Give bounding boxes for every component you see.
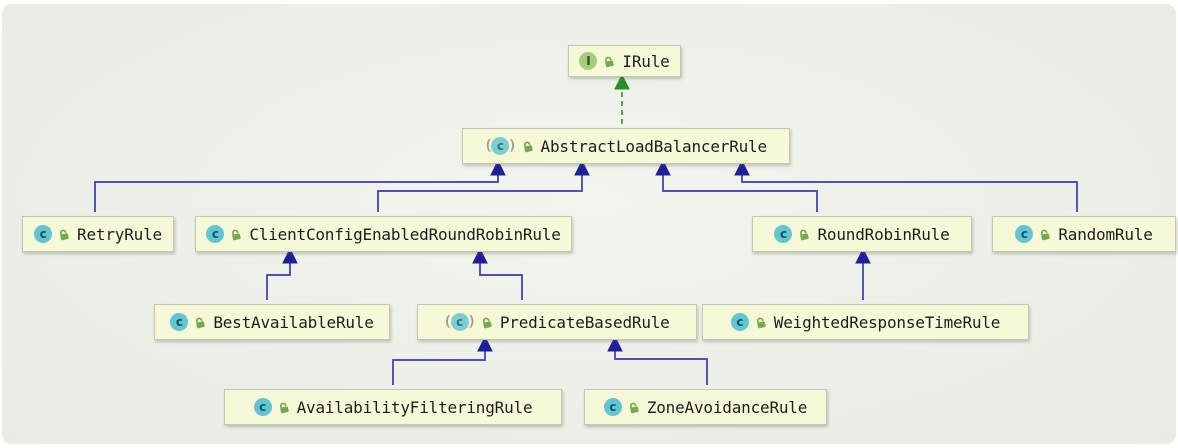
- class-node-RandomRule[interactable]: c RandomRule: [992, 216, 1176, 252]
- extends-edge-RandomRule: [734, 159, 1078, 212]
- class-node-AvailabilityFilteringRule[interactable]: c AvailabilityFilteringRule: [224, 389, 562, 425]
- class-icon-letter: c: [206, 225, 225, 243]
- class-icon: c: [730, 313, 749, 331]
- class-icon: c: [170, 313, 189, 331]
- class-name-label: PredicateBasedRule: [499, 312, 670, 332]
- class-name-label: RetryRule: [77, 224, 162, 244]
- interface-icon: I: [579, 52, 598, 70]
- lock-icon: [752, 314, 768, 330]
- lock-icon: [478, 314, 494, 330]
- extends-edge-ZoneAvoidanceRule: [607, 335, 708, 385]
- class-name-label: WeightedResponseTimeRule: [773, 312, 1001, 332]
- class-name-label: ClientConfigEnabledRoundRobinRule: [249, 224, 561, 244]
- lock-icon: [796, 226, 812, 242]
- class-icon-letter: c: [730, 313, 749, 331]
- lock-icon: [192, 314, 208, 330]
- implements-edge-AbstractLoadBalancerRule: [614, 73, 630, 124]
- class-node-PredicateBasedRule[interactable]: c PredicateBasedRule: [417, 304, 697, 340]
- class-icon: c: [206, 225, 225, 243]
- class-icon-letter: c: [603, 398, 622, 416]
- lock-icon: [519, 138, 535, 154]
- class-name-label: RoundRobinRule: [817, 224, 950, 244]
- class-name-label: AbstractLoadBalancerRule: [540, 136, 768, 156]
- class-icon: c: [253, 398, 272, 416]
- class-name-label: RandomRule: [1058, 224, 1153, 244]
- class-node-BestAvailableRule[interactable]: c BestAvailableRule: [154, 304, 390, 340]
- extends-edge-ClientConfigEnabledRoundRobinRule: [377, 159, 590, 212]
- extends-edge-RetryRule: [94, 159, 506, 212]
- class-node-ClientConfigEnabledRoundRobinRule[interactable]: c ClientConfigEnabledRoundRobinRule: [195, 216, 572, 252]
- extends-edge-RoundRobinRule: [655, 159, 818, 212]
- interface-icon-letter: I: [579, 52, 598, 70]
- inheritance-edge-layer: [94, 73, 1078, 385]
- lock-icon: [228, 226, 244, 242]
- class-icon-letter: c: [253, 398, 272, 416]
- class-name-label: ZoneAvoidanceRule: [646, 397, 808, 417]
- class-icon: c: [774, 225, 793, 243]
- class-node-IRule[interactable]: I IRule: [568, 45, 681, 77]
- class-icon: c: [603, 398, 622, 416]
- abstract-class-icon: c: [444, 313, 474, 331]
- uml-diagram-canvas: IIRulecAbstractLoadBalancerRulecRetryRul…: [2, 4, 1176, 444]
- class-node-AbstractLoadBalancerRule[interactable]: c AbstractLoadBalancerRule: [462, 128, 790, 164]
- class-node-WeightedResponseTimeRule[interactable]: c WeightedResponseTimeRule: [702, 304, 1029, 340]
- extends-edge-AvailabilityFilteringRule: [392, 335, 493, 385]
- class-icon-letter: c: [1015, 225, 1034, 243]
- extends-edge-WeightedResponseTimeRule: [855, 247, 871, 300]
- lock-icon: [275, 399, 291, 415]
- lock-icon: [625, 399, 641, 415]
- class-name-label: AvailabilityFilteringRule: [296, 397, 533, 417]
- class-icon-letter: c: [774, 225, 793, 243]
- class-icon-letter: c: [34, 225, 53, 243]
- class-icon: c: [1015, 225, 1034, 243]
- class-icon: c: [34, 225, 53, 243]
- extends-edge-BestAvailableRule: [266, 247, 298, 300]
- abstract-class-icon-letter: c: [491, 137, 510, 155]
- class-node-ZoneAvoidanceRule[interactable]: c ZoneAvoidanceRule: [584, 389, 827, 425]
- extends-edge-PredicateBasedRule: [472, 247, 523, 300]
- abstract-class-icon: c: [485, 137, 515, 155]
- class-node-RoundRobinRule[interactable]: c RoundRobinRule: [752, 216, 972, 252]
- class-node-RetryRule[interactable]: c RetryRule: [22, 216, 174, 252]
- class-name-label: BestAvailableRule: [213, 312, 374, 332]
- abstract-class-icon-letter: c: [450, 313, 469, 331]
- lock-icon: [56, 226, 72, 242]
- lock-icon: [1037, 226, 1053, 242]
- lock-icon: [601, 53, 617, 69]
- class-name-label: IRule: [622, 51, 670, 71]
- class-icon-letter: c: [170, 313, 189, 331]
